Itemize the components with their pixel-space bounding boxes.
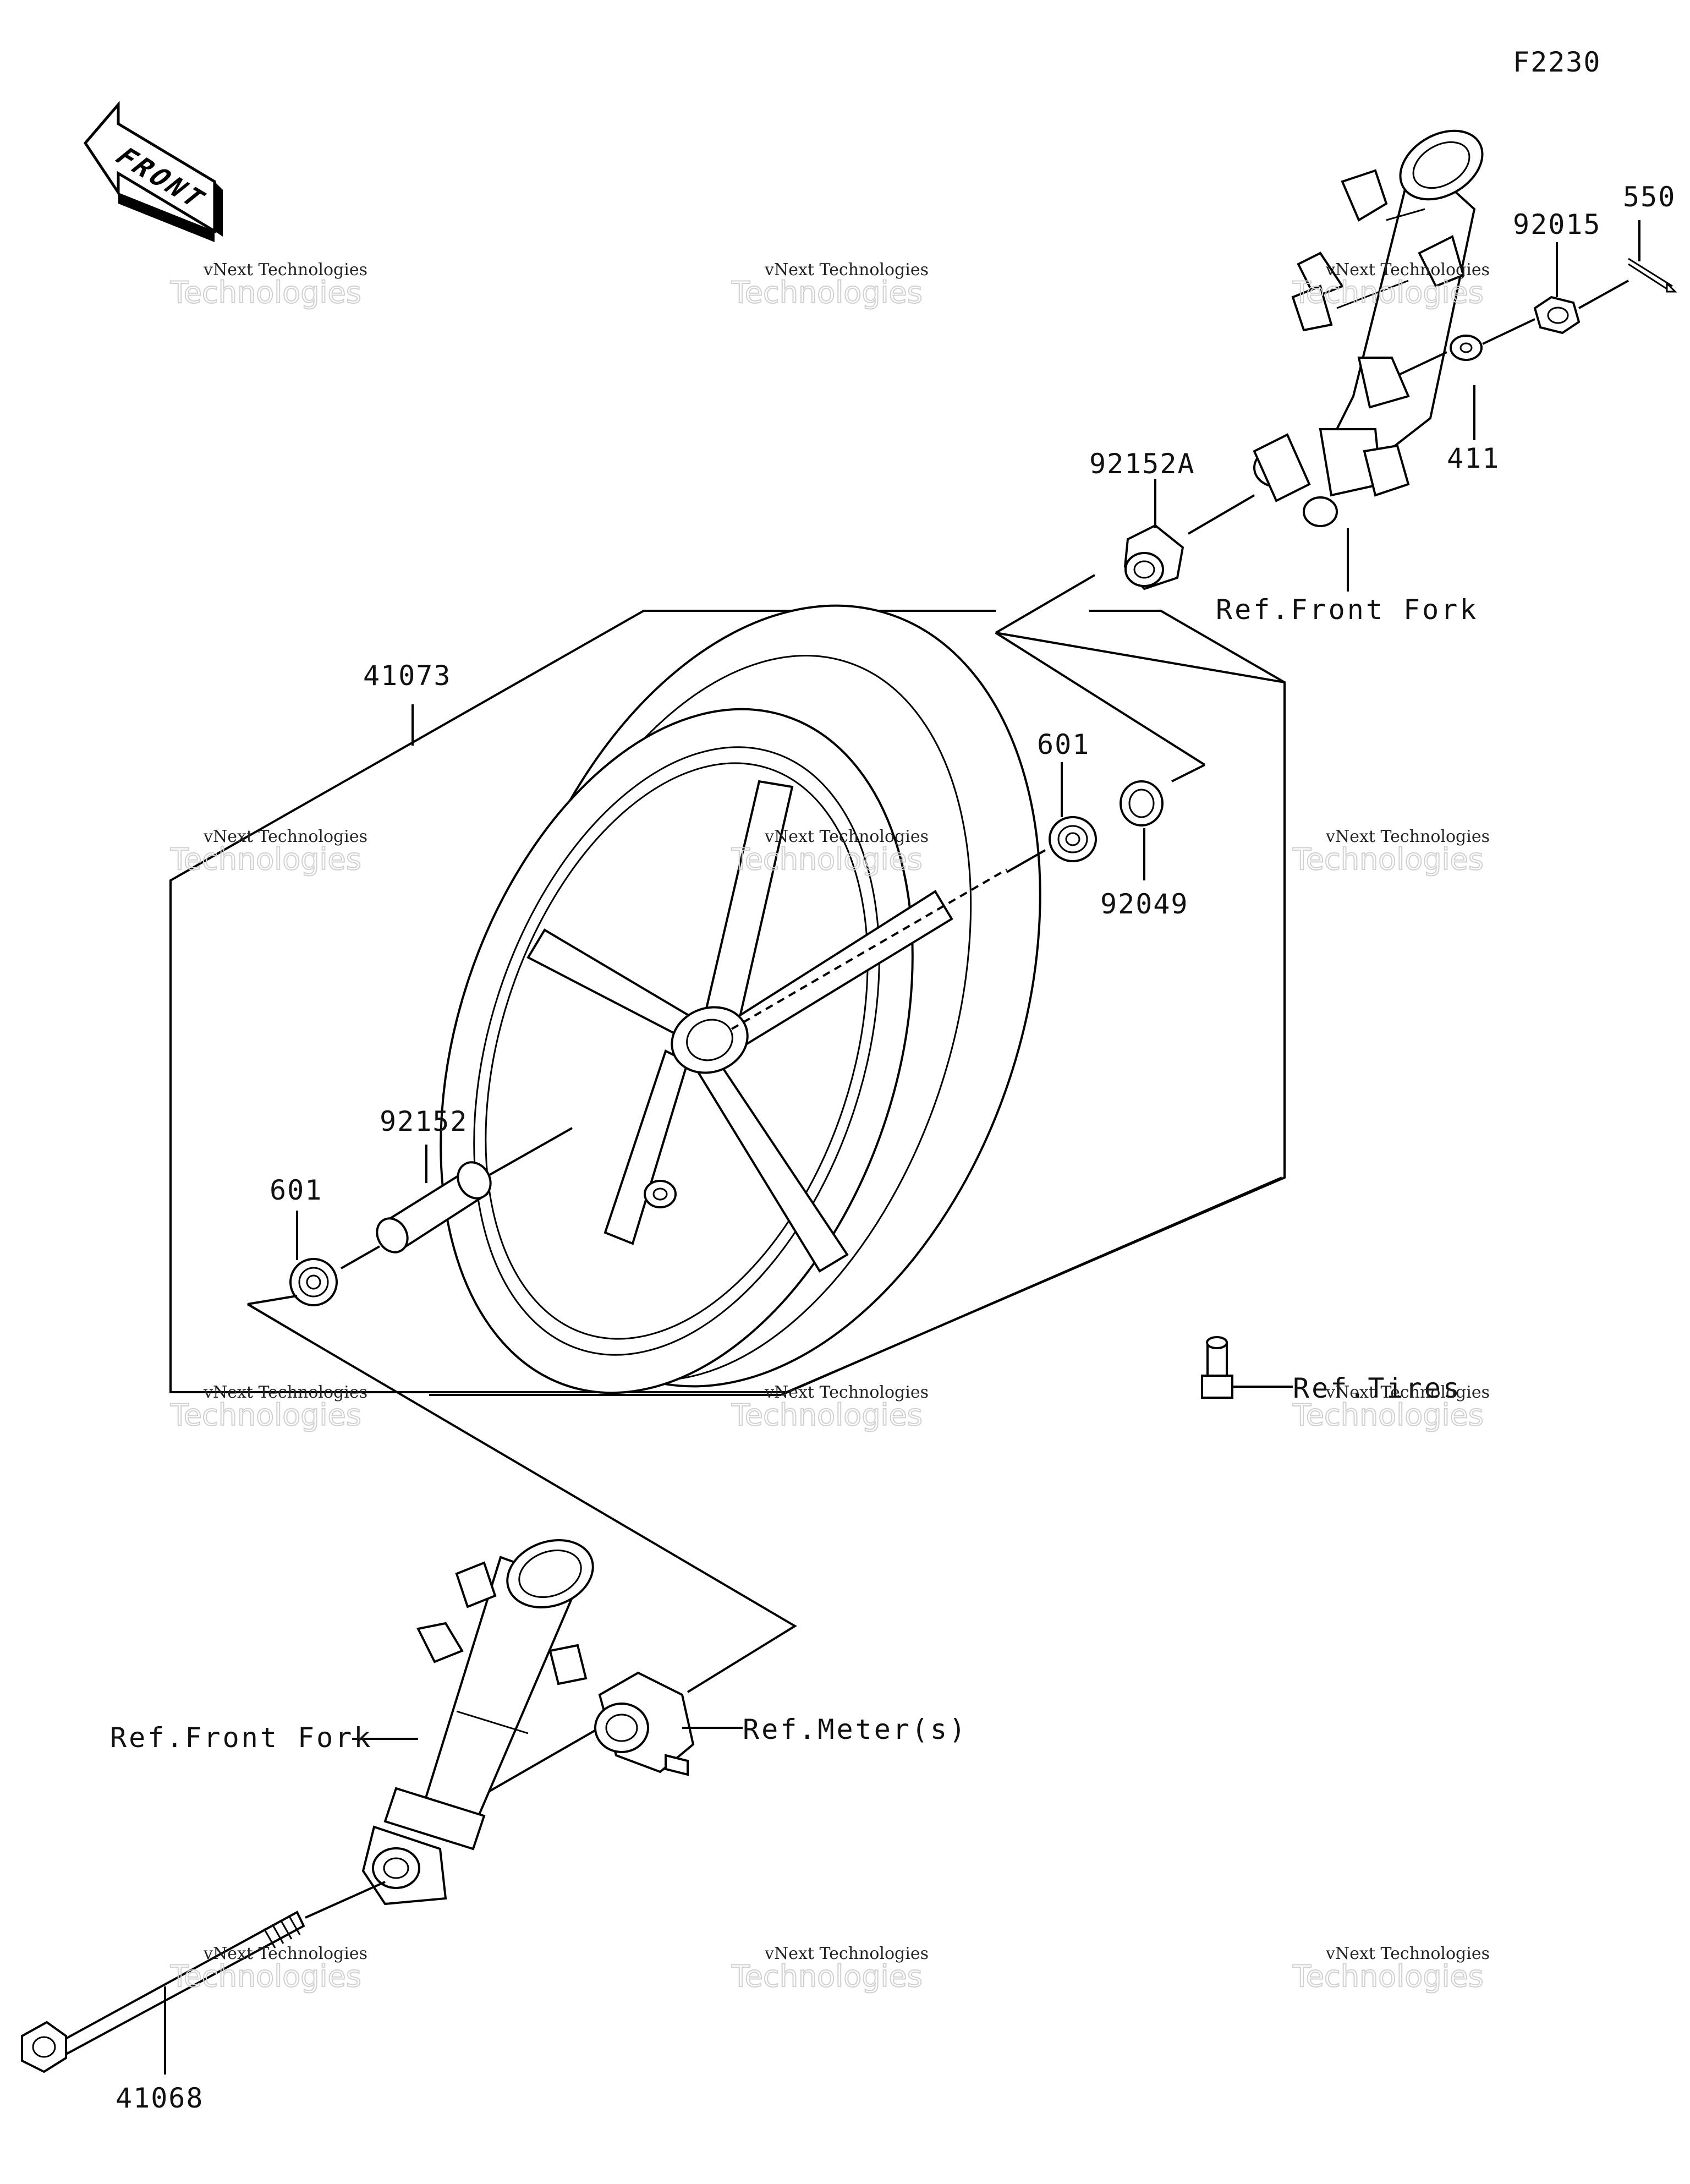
svg-text:vNext Technologies: vNext Technologies [1325, 827, 1490, 846]
label-41073: 41073 [363, 660, 452, 692]
svg-text:Technologies: Technologies [1292, 1959, 1484, 1994]
bearing-601-top [1049, 816, 1097, 862]
svg-text:Technologies: Technologies [1292, 1398, 1484, 1432]
seal-92049 [1120, 780, 1164, 826]
washer-411 [1450, 335, 1483, 361]
label-411: 411 [1447, 442, 1500, 474]
svg-text:Technologies: Technologies [731, 1398, 923, 1432]
label-601-left: 601 [270, 1174, 322, 1206]
diagram-code: F2230 [1513, 46, 1601, 78]
label-41068: 41068 [116, 2082, 204, 2114]
svg-text:Technologies: Technologies [731, 275, 923, 310]
label-92152: 92152 [380, 1105, 468, 1137]
svg-text:Technologies: Technologies [731, 842, 923, 877]
svg-text:vNext Technologies: vNext Technologies [764, 260, 929, 280]
svg-text:Technologies: Technologies [731, 1959, 923, 1994]
ref-meters[interactable]: Ref.Meter(s) [743, 1714, 968, 1745]
svg-text:Technologies: Technologies [170, 275, 361, 310]
wheel-41073 [440, 604, 1041, 1394]
svg-text:vNext Technologies: vNext Technologies [1325, 1383, 1490, 1402]
svg-text:Technologies: Technologies [170, 842, 361, 877]
svg-text:vNext Technologies: vNext Technologies [203, 260, 367, 280]
label-550: 550 [1623, 181, 1676, 213]
ref-front-fork-top[interactable]: Ref.Front Fork [1216, 594, 1478, 626]
svg-text:vNext Technologies: vNext Technologies [1325, 1944, 1490, 1963]
label-92015: 92015 [1513, 209, 1601, 240]
label-92049: 92049 [1100, 888, 1189, 920]
front-arrow-icon: FRONT [83, 101, 223, 242]
svg-text:Technologies: Technologies [1292, 275, 1484, 310]
svg-text:vNext Technologies: vNext Technologies [1325, 260, 1490, 280]
valve-stem [1201, 1336, 1233, 1399]
svg-text:Technologies: Technologies [170, 1959, 361, 1994]
collar-92152 [376, 1161, 492, 1254]
collar-92152A [1123, 524, 1184, 590]
ref-front-fork-bottom[interactable]: Ref.Front Fork [110, 1722, 372, 1754]
front-fork-top [1253, 129, 1484, 527]
svg-text:Technologies: Technologies [170, 1398, 361, 1432]
bearing-601-left [289, 1258, 338, 1306]
svg-text:Technologies: Technologies [1292, 842, 1484, 877]
svg-text:vNext Technologies: vNext Technologies [764, 1383, 929, 1402]
watermark: Technologies vNext Technologies Technolo… [169, 260, 1490, 1994]
cotter-pin-550 [1628, 258, 1677, 293]
label-92152A: 92152A [1089, 448, 1195, 480]
svg-text:vNext Technologies: vNext Technologies [764, 1944, 929, 1963]
svg-text:vNext Technologies: vNext Technologies [203, 1944, 367, 1963]
ref-tires[interactable]: Ref.Tires [1293, 1372, 1462, 1404]
svg-text:vNext Technologies: vNext Technologies [764, 827, 929, 846]
front-fork-bottom [361, 1539, 594, 1906]
meter-gear [594, 1671, 695, 1776]
nut-92015 [1533, 295, 1581, 335]
axle-41068 [21, 1911, 305, 2073]
label-601-top: 601 [1037, 729, 1090, 760]
svg-text:vNext Technologies: vNext Technologies [203, 1383, 367, 1402]
svg-text:vNext Technologies: vNext Technologies [203, 827, 367, 846]
